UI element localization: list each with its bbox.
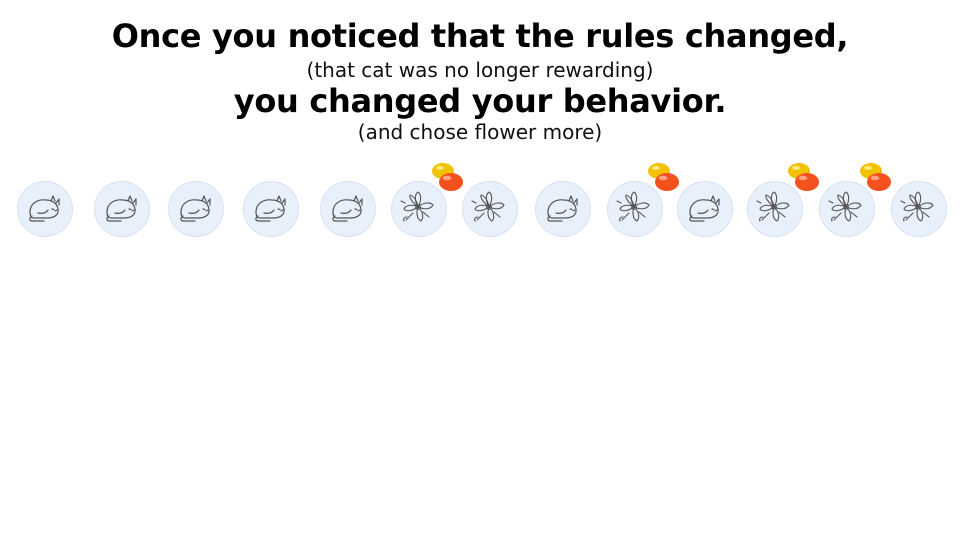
trial-7 xyxy=(462,181,518,237)
trial-9 xyxy=(607,181,663,237)
trial-disc xyxy=(391,181,447,237)
trial-11 xyxy=(747,181,803,237)
trial-disc xyxy=(243,181,299,237)
trial-5 xyxy=(320,181,376,237)
trial-2 xyxy=(94,181,150,237)
trial-3 xyxy=(168,181,224,237)
trial-4 xyxy=(243,181,299,237)
trial-disc xyxy=(747,181,803,237)
trial-8 xyxy=(535,181,591,237)
trial-disc xyxy=(677,181,733,237)
trial-disc xyxy=(535,181,591,237)
subtitle-2: (and chose flower more) xyxy=(357,120,603,144)
trial-12 xyxy=(819,181,875,237)
trial-1 xyxy=(17,181,73,237)
trial-13 xyxy=(891,181,947,237)
subtitle-1: (that cat was no longer rewarding) xyxy=(306,58,654,82)
headline-2: you changed your behavior. xyxy=(233,82,727,120)
trial-10 xyxy=(677,181,733,237)
headline-1: Once you noticed that the rules changed, xyxy=(111,17,849,55)
trial-disc xyxy=(17,181,73,237)
trial-disc xyxy=(320,181,376,237)
trial-disc xyxy=(94,181,150,237)
trial-6 xyxy=(391,181,447,237)
trial-disc xyxy=(168,181,224,237)
